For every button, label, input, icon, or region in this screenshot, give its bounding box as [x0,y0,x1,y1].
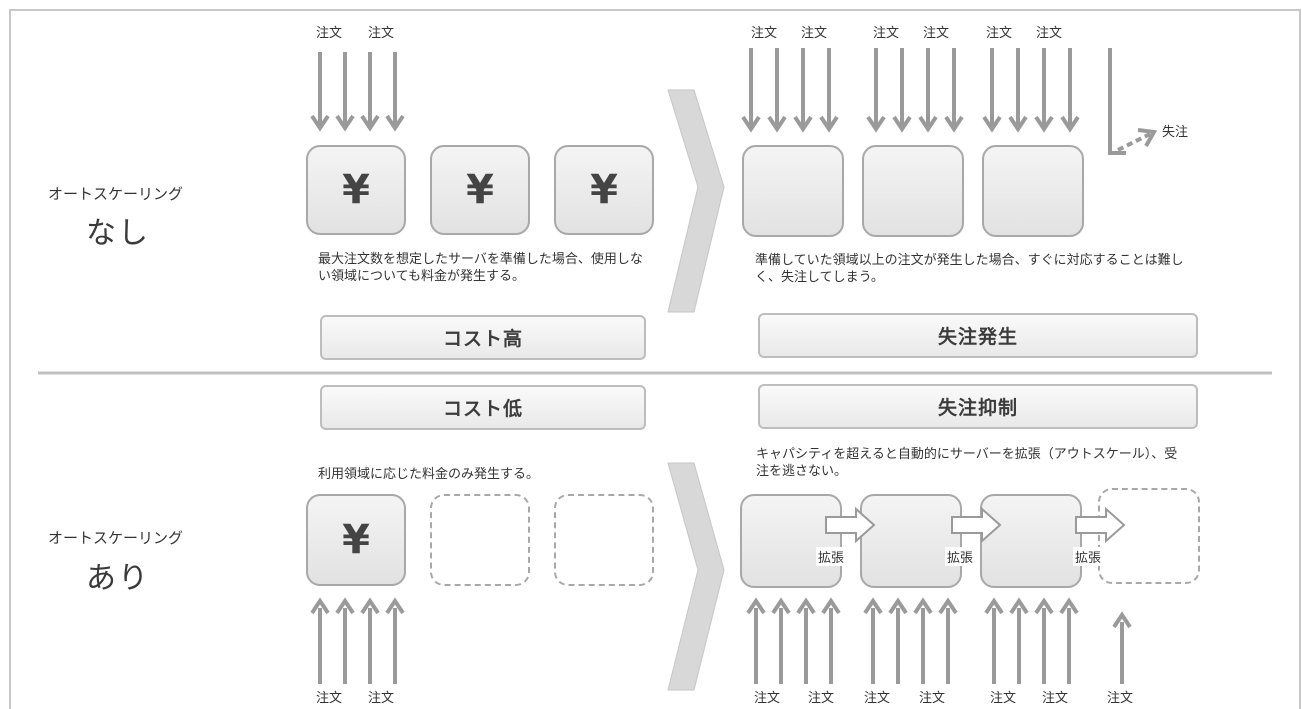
expand-label: 拡張 [945,547,976,566]
server-box-charged: ¥ [306,494,406,586]
autoscaling-none-label: なし [86,216,150,251]
description-autoscale: キャパシティを超えると自動的にサーバーを拡張（アウトスケール）、受注を逃さない。 [756,447,1178,479]
banner-lost-order-prevented: 失注抑制 [758,384,1198,429]
order-arrows-bottom-right [746,597,1132,684]
chevron-arrow-top [667,89,725,313]
order-label: 注文 [368,691,395,706]
order-label: 注文 [990,691,1017,706]
server-box [740,494,842,588]
yen-icon: ¥ [466,167,494,213]
server-box-charged: ¥ [306,145,406,235]
order-arrows-top-left [310,52,405,132]
server-box-unused [554,494,654,586]
expand-label: 拡張 [816,547,847,566]
description-cost-low: 利用領域に応じた料金のみ発生する。 [318,467,540,482]
order-label: 注文 [1042,691,1069,706]
order-arrows-bottom-left [310,597,405,684]
server-box-unused [430,494,530,586]
expand-label: 拡張 [1073,547,1104,566]
order-label: 注文 [1107,691,1134,706]
expand-arrow-icon [1075,506,1126,544]
order-label: 注文 [754,691,781,706]
server-box [860,494,962,588]
order-label: 注文 [1036,26,1063,41]
server-box-charged: ¥ [430,145,530,235]
frame-border [9,9,1301,709]
order-label: 注文 [368,26,395,41]
lost-order-label: 失注 [1162,125,1189,140]
autoscaling-label-bottom: オートスケーリング [48,529,184,547]
order-label: 注文 [316,26,343,41]
order-label: 注文 [801,26,828,41]
server-box [742,145,844,237]
lost-order-arrow [1108,48,1158,155]
server-box [862,145,964,237]
autoscaling-label-top: オートスケーリング [48,185,184,203]
yen-icon: ¥ [342,167,370,213]
order-label: 注文 [316,691,343,706]
order-label: 注文 [751,26,778,41]
order-label: 注文 [864,691,891,706]
chevron-arrow-bottom [667,462,725,691]
order-label: 注文 [808,691,835,706]
banner-cost-low: コスト低 [320,385,646,430]
server-box-planned [1098,488,1200,584]
banner-lost-order: 失注発生 [758,313,1198,358]
banner-cost-high: コスト高 [320,315,646,360]
expand-arrow-icon [951,506,1002,544]
description-cost-high: 最大注文数を想定したサーバを準備した場合、使用しない領域についても料金が発生する… [318,252,643,284]
order-label: 注文 [986,26,1013,41]
server-box-charged: ¥ [554,145,654,235]
order-arrows-top-right [741,48,1080,133]
server-box [982,145,1084,237]
yen-icon: ¥ [590,167,618,213]
description-lost-order: 準備していた領域以上の注文が発生した場合、すぐに対応することは難しく、失注してし… [755,253,1184,285]
order-label: 注文 [919,691,946,706]
expand-arrow-icon [825,506,876,544]
order-label: 注文 [873,26,900,41]
yen-icon: ¥ [342,517,370,563]
autoscaling-with-label: あり [86,561,150,596]
order-label: 注文 [923,26,950,41]
